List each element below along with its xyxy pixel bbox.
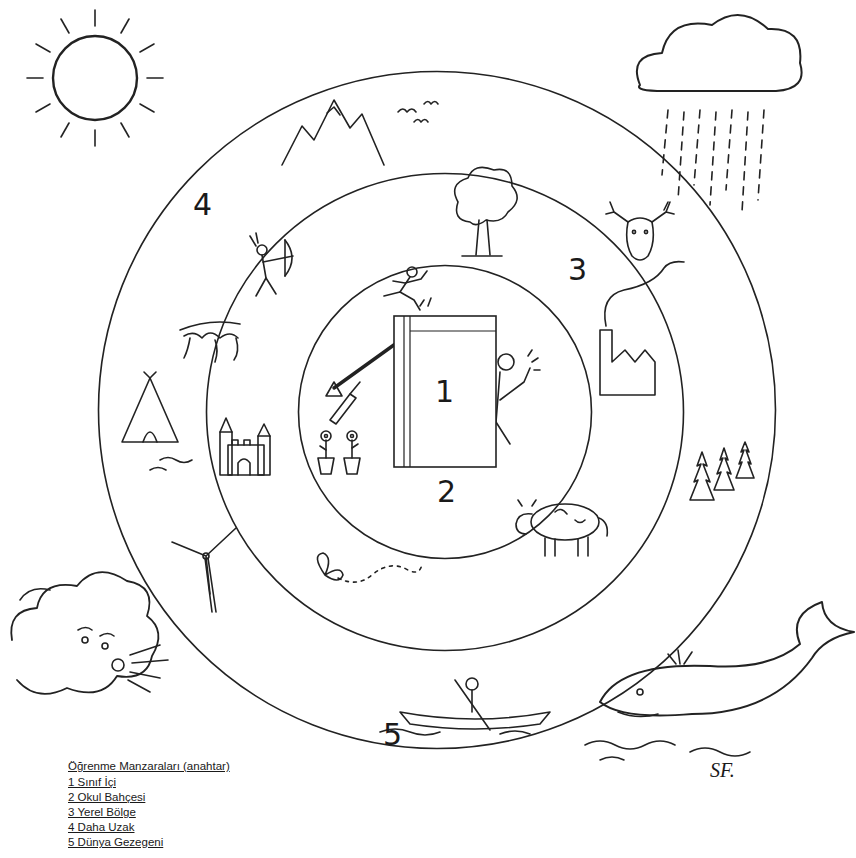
wind-turbine xyxy=(172,528,236,612)
schoolyard-circle: 21 xyxy=(297,264,593,560)
region-number: 2 xyxy=(437,477,456,507)
region-number: 1 xyxy=(435,377,454,407)
waving-person xyxy=(490,350,540,446)
legend-entry: 2 Okul Bahçesi xyxy=(68,791,145,805)
moose-head xyxy=(606,202,674,260)
sun xyxy=(27,10,163,146)
region-number: 5 xyxy=(383,717,402,753)
flower-pots xyxy=(318,382,360,474)
legend-entry: 4 Daha Uzak xyxy=(68,821,134,835)
castle xyxy=(220,418,270,475)
landscape-ring: 321 xyxy=(205,172,685,652)
butterfly xyxy=(317,553,422,582)
legend-entry: 5 Dünya Gezegeni xyxy=(68,836,163,850)
cow xyxy=(516,500,607,556)
canoe xyxy=(380,678,550,735)
region-number: 3 xyxy=(568,255,587,285)
wind-cloud xyxy=(11,572,168,694)
whale xyxy=(585,602,854,760)
signature: SF. xyxy=(710,758,735,782)
classroom-book: 1 xyxy=(393,315,497,468)
legend-heading: Öğrenme Manzaraları (anahtar) xyxy=(68,760,230,774)
pine-trees xyxy=(690,442,754,500)
mountains-birds xyxy=(282,100,438,165)
hunter xyxy=(250,233,293,296)
legend-entry: 1 Sınıf İçi xyxy=(68,776,116,790)
tree xyxy=(455,167,517,256)
teepee xyxy=(122,372,192,470)
legend-entry: 3 Yerel Bölge xyxy=(68,806,136,820)
rain-cloud xyxy=(637,15,802,212)
factory xyxy=(600,262,684,395)
region-number: 4 xyxy=(193,190,212,220)
bridge xyxy=(180,322,240,362)
landscape-ring: 4321 xyxy=(97,70,777,750)
